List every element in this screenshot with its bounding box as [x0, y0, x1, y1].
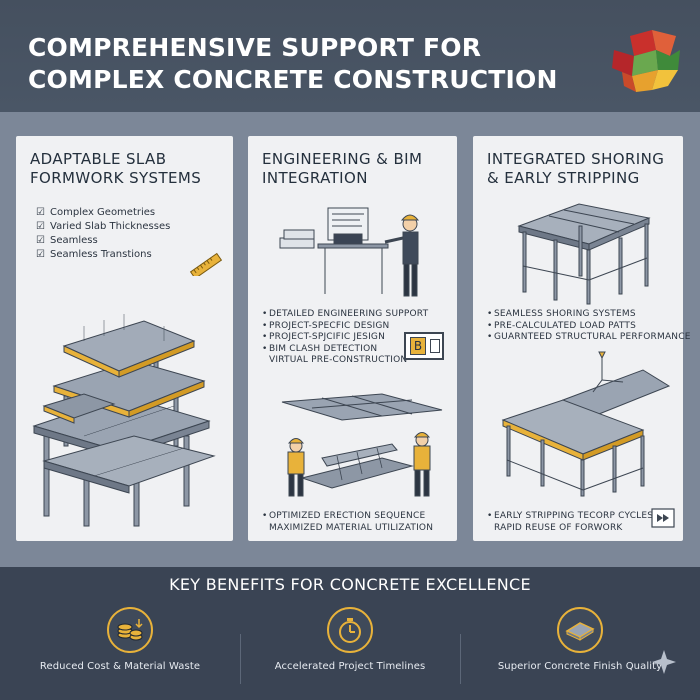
list-item: •PRE-CALCULATED LOAD PATTS	[487, 320, 637, 331]
list-item: •BIM CLASH DETECTION	[262, 343, 378, 354]
benefit-label: Reduced Cost & Material Waste	[39, 661, 201, 672]
shoring-frame-illustration	[517, 203, 651, 305]
benefit-label: Superior Concrete Finish Quality	[497, 661, 663, 672]
check-icon: ☑	[36, 249, 45, 260]
header-bar	[0, 0, 700, 112]
list-item: •PROJECT-SPJCIFIC JESIGN	[262, 332, 386, 342]
list-item: ☑Seamless Transtions	[36, 249, 152, 260]
list-item: RAPID REUSE OF FORWORK	[494, 522, 623, 533]
panel-title: ADAPTABLE SLAB FORMWORK SYSTEMS	[30, 150, 202, 187]
check-icon: ☑	[36, 221, 45, 232]
benefits-title: KEY BENEFITS FOR CONCRETE EXCELLENCE	[169, 575, 531, 594]
shoring-list: •SEAMLESS SHORING SYSTEMS •PRE-CALCULATE…	[487, 309, 691, 344]
list-item: •PROJECT-SPECFIC DESIGN	[262, 320, 390, 331]
panel-shoring-stripping: INTEGRATED SHORING & EARLY STRIPPING •SE…	[473, 136, 690, 541]
title-line-2: COMPLEX CONCRETE CONSTRUCTION	[28, 65, 558, 94]
panel-slab-formwork: ADAPTABLE SLAB FORMWORK SYSTEMS ☑Complex…	[16, 136, 233, 541]
benefit-timelines: Accelerated Project Timelines	[240, 607, 460, 697]
title-line-1: COMPREHENSIVE SUPPORT FOR	[28, 33, 482, 62]
engineer-at-computer-illustration	[279, 207, 420, 297]
ruler-icon	[189, 252, 223, 276]
coins-icon	[107, 607, 153, 653]
list-item: ☑Complex Geometries	[36, 207, 156, 218]
file-icon	[430, 339, 440, 353]
list-item: ☑Varied Slab Thicknesses	[36, 221, 171, 232]
feature-checklist: ☑Complex Geometries ☑Varied Slab Thickne…	[36, 206, 170, 262]
engineering-list: •DETAILED ENGINEERING SUPPORT •PROJECT-S…	[262, 309, 428, 367]
multi-level-slab-illustration	[32, 314, 216, 527]
list-item: VIRTUAL PRE-CONSTRUCTION	[269, 355, 408, 365]
panel-engineering-bim: ENGINEERING & BIM INTEGRATION •DETAILED …	[248, 136, 457, 541]
list-item: •GUARNTEED STRUCTURAL PERFORMANCE	[487, 332, 691, 342]
panel-title: INTEGRATED SHORING & EARLY STRIPPING	[487, 150, 665, 187]
list-item: •EARLY STRIPPING TECORP CYCLES	[487, 511, 654, 521]
geometric-cube-logo	[612, 30, 680, 92]
list-item: •OPTIMIZED ERECTION SEQUENCE	[262, 511, 426, 521]
list-item: •DETAILED ENGINEERING SUPPORT	[262, 309, 429, 319]
stopwatch-icon	[327, 607, 373, 653]
fast-forward-icon	[651, 508, 675, 528]
workers-installing-formwork-illustration	[281, 393, 443, 497]
page-title: COMPREHENSIVE SUPPORT FOR COMPLEX CONCRE…	[28, 32, 588, 96]
panel-title: ENGINEERING & BIM INTEGRATION	[262, 150, 423, 187]
erection-list: •OPTIMIZED ERECTION SEQUENCE MAXIMIZED M…	[262, 511, 433, 534]
bim-letter: B	[410, 337, 426, 355]
list-item: ☑Seamless	[36, 235, 98, 246]
benefit-finish: Superior Concrete Finish Quality	[460, 607, 700, 697]
divider	[240, 634, 241, 684]
bim-badge: B	[404, 332, 444, 360]
sparkle-icon	[652, 650, 676, 674]
stripping-list: •EARLY STRIPPING TECORP CYCLES RAPID REU…	[487, 511, 653, 534]
list-item: MAXIMIZED MATERIAL UTILIZATION	[269, 522, 434, 533]
check-icon: ☑	[36, 207, 45, 218]
benefit-cost: Reduced Cost & Material Waste	[0, 607, 240, 697]
check-icon: ☑	[36, 235, 45, 246]
list-item: •SEAMLESS SHORING SYSTEMS	[487, 309, 636, 319]
slab-finish-icon	[557, 607, 603, 653]
benefit-label: Accelerated Project Timelines	[274, 661, 426, 672]
crane-lifting-formwork-illustration	[501, 351, 671, 497]
divider	[460, 634, 461, 684]
